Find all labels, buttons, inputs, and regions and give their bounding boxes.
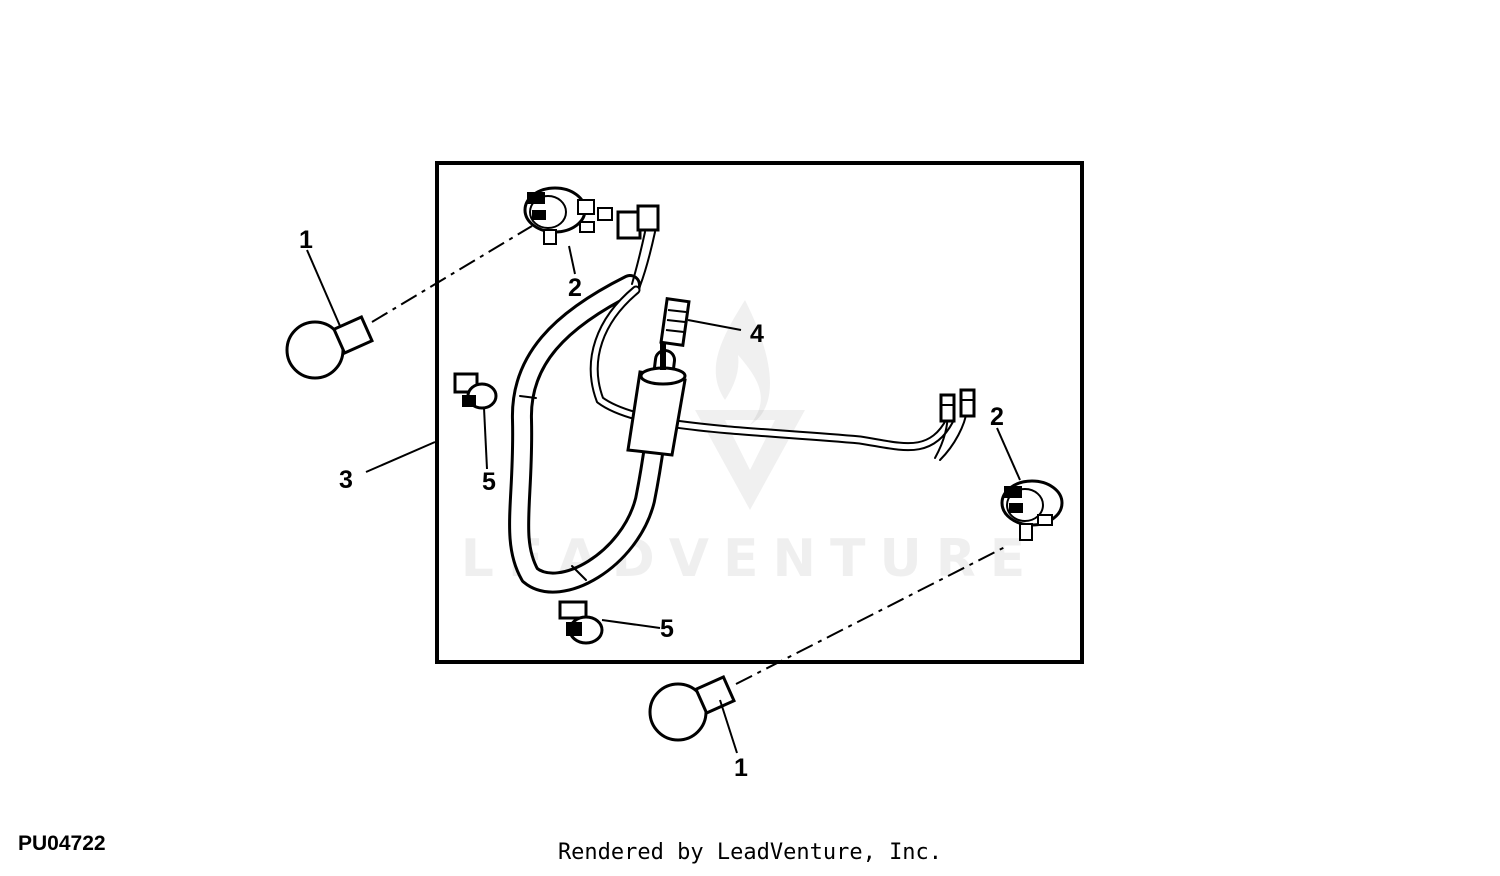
- clip-left: [453, 372, 498, 410]
- callout-harness: 3: [339, 466, 353, 494]
- alignment-lines: [371, 225, 1006, 685]
- harness-boot: [626, 340, 687, 457]
- harness-kit-frame: [435, 161, 1084, 664]
- callout-clip-bottom: 5: [660, 615, 674, 643]
- right-connector: [939, 388, 976, 423]
- figure-id: PU04722: [18, 832, 106, 855]
- callout-bulb-bottom: 1: [734, 754, 748, 782]
- render-credit: Rendered by LeadVenture, Inc.: [557, 840, 943, 865]
- top-connector: [597, 204, 660, 240]
- leader-lines: [306, 245, 1021, 754]
- watermark-flame-icon: [715, 300, 770, 425]
- bulb-bottom: [648, 675, 736, 742]
- socket-right: [1000, 479, 1064, 541]
- socket-top: [523, 186, 595, 245]
- callout-socket-right: 2: [990, 403, 1004, 431]
- wiring-harness: [508, 231, 968, 594]
- callout-socket-top: 2: [568, 274, 582, 302]
- clip-bottom: [558, 600, 604, 645]
- callout-bulb-top: 1: [299, 226, 313, 254]
- callout-connector: 4: [750, 320, 764, 348]
- harness-connector: [659, 296, 691, 348]
- callout-clip-left: 5: [482, 468, 496, 496]
- bulb-top: [285, 315, 374, 380]
